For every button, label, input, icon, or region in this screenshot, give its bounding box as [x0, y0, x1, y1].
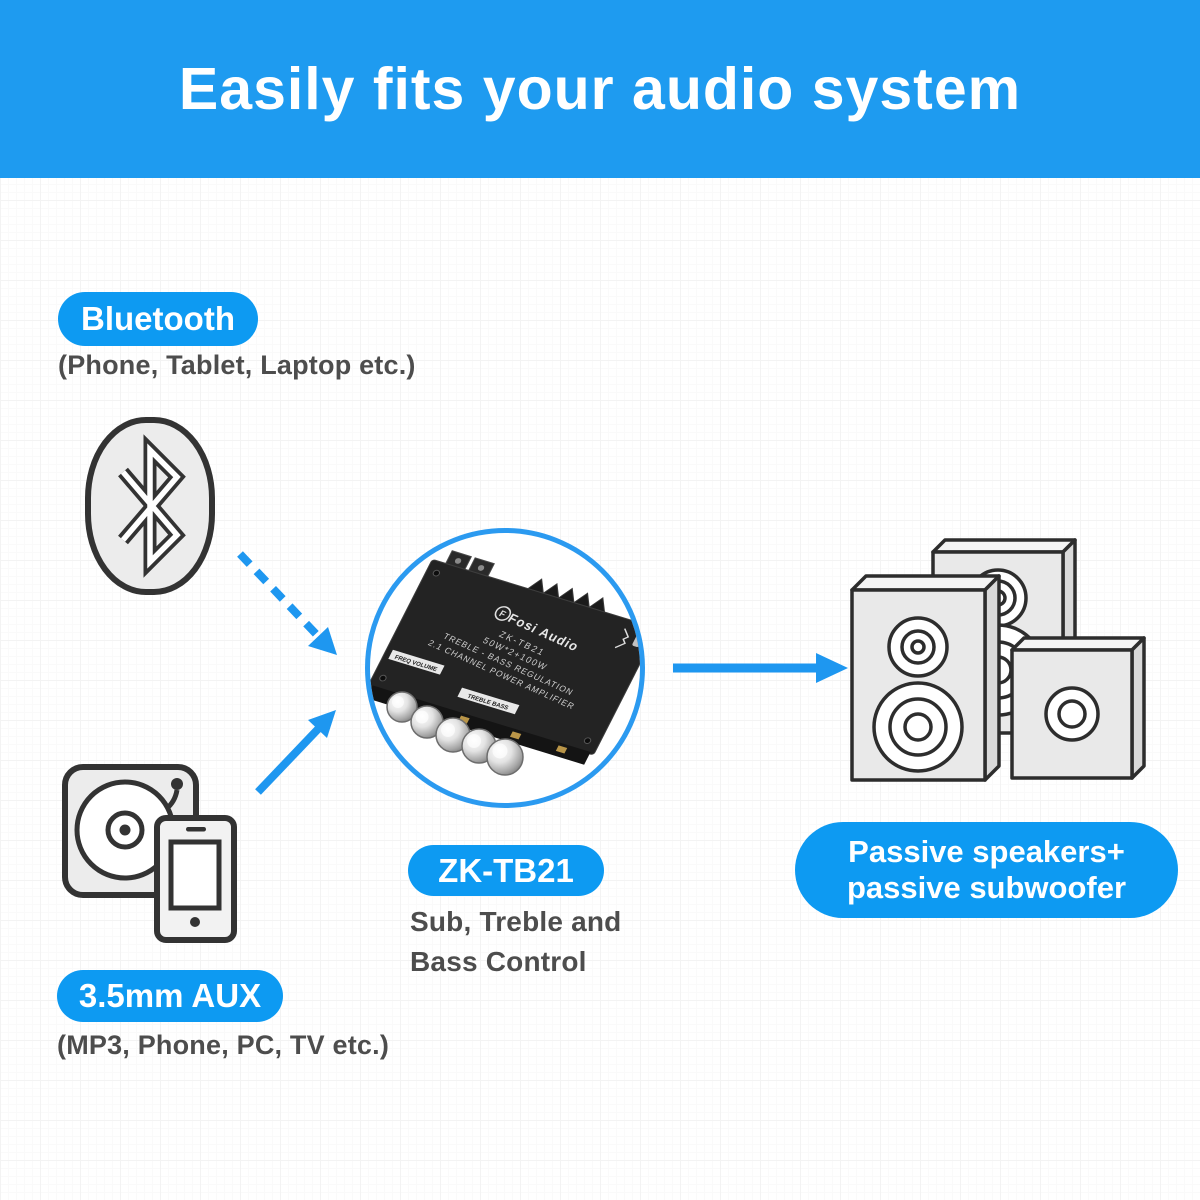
- bluetooth-caption: (Phone, Tablet, Laptop etc.): [58, 350, 416, 380]
- amplifier-caption-line2: Bass Control: [410, 946, 587, 977]
- amplifier-photo-circle: FREQ VOLUME TREBLE BASS F Fosi Audio ZK-…: [365, 528, 645, 808]
- aux-caption: (MP3, Phone, PC, TV etc.): [57, 1030, 390, 1060]
- output-label-line2: passive subwoofer: [846, 870, 1127, 905]
- board-logo-letter: F: [497, 609, 508, 620]
- speakers-icon: [850, 538, 1146, 782]
- amp-to-speakers-arrow: [673, 653, 848, 683]
- output-label-line1: Passive speakers+: [848, 834, 1125, 869]
- phone-icon: [154, 815, 237, 943]
- bluetooth-icon: [85, 417, 215, 595]
- aux-label-pill: 3.5mm AUX: [57, 970, 283, 1022]
- bluetooth-label: Bluetooth: [81, 300, 235, 337]
- amplifier-label: ZK-TB21: [438, 851, 574, 889]
- front-left-speaker: [850, 574, 1001, 782]
- output-label-pill: Passive speakers+ passive subwoofer: [795, 822, 1178, 918]
- aux-label: 3.5mm AUX: [78, 977, 262, 1014]
- amplifier-caption: Sub, Treble and Bass Control: [410, 902, 621, 982]
- front-right-subwoofer: [1010, 636, 1146, 780]
- amplifier-caption-line1: Sub, Treble and: [410, 906, 622, 937]
- header-banner: Easily fits your audio system: [0, 0, 1200, 178]
- page-title: Easily fits your audio system: [178, 56, 1022, 122]
- aux-to-amp-arrow: [255, 710, 336, 795]
- bluetooth-label-pill: Bluetooth: [58, 292, 258, 346]
- amp-board-photo: FREQ VOLUME TREBLE BASS F Fosi Audio ZK-…: [370, 550, 640, 776]
- amplifier-label-pill: ZK-TB21: [408, 845, 604, 896]
- bluetooth-to-amp-arrow: [237, 551, 337, 655]
- turntable-phone-icon: [62, 764, 237, 943]
